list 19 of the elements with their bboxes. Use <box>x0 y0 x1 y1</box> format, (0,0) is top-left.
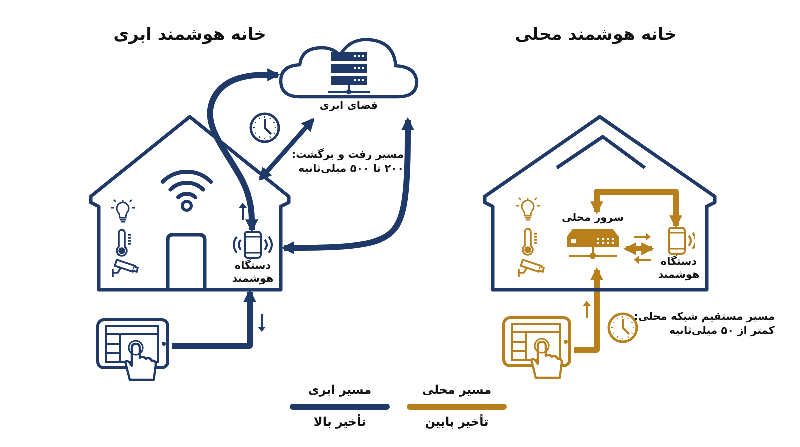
legend-note: تأخیر پایین <box>424 415 490 431</box>
section-heading: خانه هوشمند ابری <box>112 24 268 46</box>
arrow <box>207 68 281 233</box>
legend-label: مسیر ابری <box>307 383 373 397</box>
node-label: سرور محلی <box>562 212 624 226</box>
arrow <box>281 117 414 254</box>
node-label: فضای ابری <box>320 100 378 114</box>
legend-note: تأخیر بالا <box>312 415 368 431</box>
legend-label: مسیر محلی <box>421 383 493 397</box>
arrow <box>623 242 655 256</box>
latency-note: مسیر مستقیم شبکه محلی: کمتر از ۵۰ میلی‌ثانیه <box>633 311 775 338</box>
arrow <box>172 289 256 349</box>
arrow <box>259 118 315 181</box>
latency-note: مسیر رفت و برگشت: ۲۰۰ تا ۵۰۰ میلی‌ثانیه <box>290 149 404 176</box>
node-label: دستگاه هوشمند <box>657 256 701 282</box>
arrow <box>574 267 604 353</box>
section-heading: خانه هوشمند محلی <box>514 24 678 46</box>
node-label: دستگاه هوشمند <box>231 260 275 286</box>
arrow <box>590 189 682 229</box>
